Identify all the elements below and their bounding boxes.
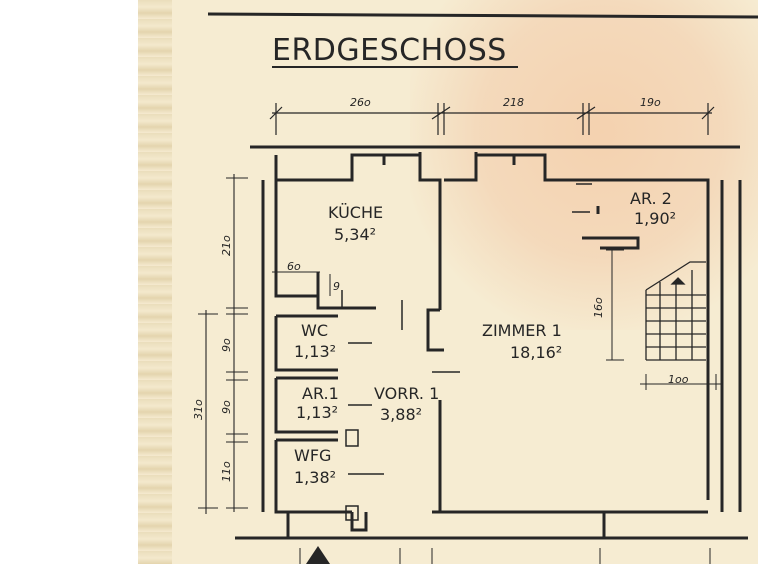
dim-left-90-a: 9o (220, 338, 233, 352)
fixtures (341, 183, 592, 521)
dim-left-90-b: 9o (220, 400, 233, 414)
room-vorr1-area: 3,88² (380, 405, 422, 424)
dim-stair-100: 1oo (668, 373, 689, 386)
room-wc-name: WC (301, 321, 328, 340)
entrance-arrow-icon (306, 546, 330, 564)
dim-left-110: 11o (220, 461, 233, 482)
stair-dimension (606, 249, 722, 390)
room-ar1-area: 1,13² (296, 403, 338, 422)
dim-detail-9: 9 (333, 280, 340, 293)
room-kueche-name: KÜCHE (328, 203, 383, 222)
dim-detail-60: 6o (287, 260, 301, 273)
plan-title: ERDGESCHOSS (272, 33, 507, 68)
paper-torn-edge (138, 0, 172, 564)
dim-left-210: 21o (220, 235, 233, 256)
top-border-line (207, 12, 758, 19)
dim-stair-160: 16o (592, 297, 605, 318)
dim-top-190: 19o (640, 96, 661, 109)
left-dimension-chains (198, 174, 248, 514)
room-wc-area: 1,13² (294, 342, 336, 361)
bottom-dimension-ticks (299, 548, 711, 564)
dim-top-218: 218 (503, 96, 524, 109)
dim-top-260: 26o (350, 96, 371, 109)
room-kueche-area: 5,34² (334, 225, 376, 244)
upper-wall (250, 145, 740, 500)
room-ar1-name: AR.1 (302, 384, 339, 403)
room-ar2-name: AR. 2 (630, 189, 672, 208)
detail-dimensions (272, 271, 331, 296)
top-dimension-chain (269, 103, 715, 135)
room-zimmer1-name: ZIMMER 1 (482, 321, 562, 340)
room-ar2-area: 1,90² (634, 209, 676, 228)
dim-left-310: 31o (192, 399, 205, 420)
room-zimmer1-area: 18,16² (510, 343, 562, 362)
staircase (645, 261, 706, 361)
room-wfg-area: 1,38² (294, 468, 336, 487)
room-wfg-name: WFG (294, 446, 331, 465)
room-vorr1-name: VORR. 1 (374, 384, 439, 403)
interior-walls (235, 180, 748, 540)
paper-stain (410, 0, 758, 330)
